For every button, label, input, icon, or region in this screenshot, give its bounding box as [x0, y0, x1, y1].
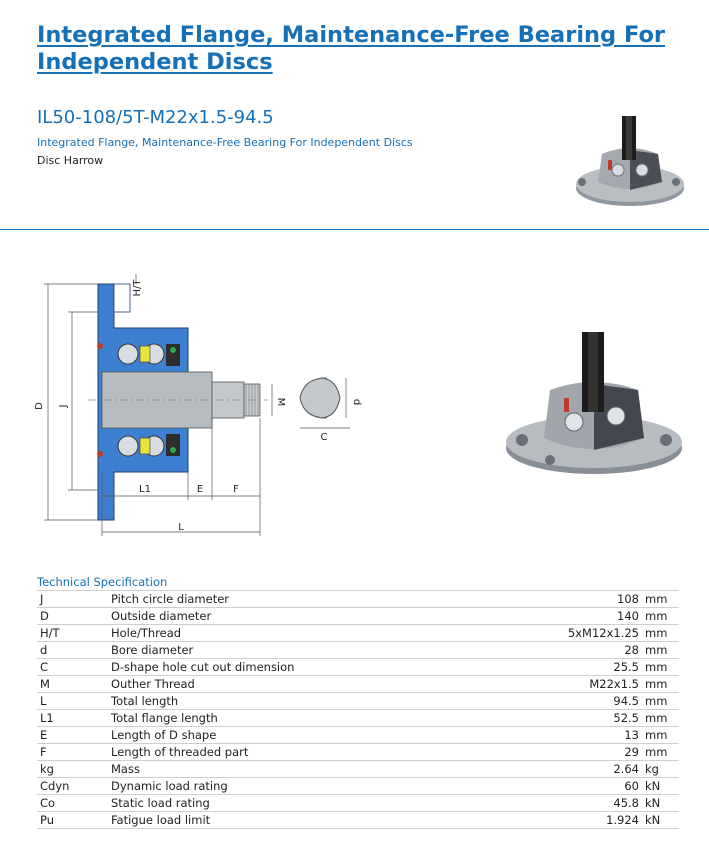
spec-description: Dynamic load rating	[111, 777, 471, 795]
spec-description: Static load rating	[111, 794, 471, 812]
spec-symbol: kg	[37, 760, 111, 778]
spec-unit: mm	[639, 675, 679, 693]
spec-description: Total length	[111, 692, 471, 710]
spec-description: Total flange length	[111, 709, 471, 727]
spec-symbol: F	[37, 743, 111, 761]
spec-unit: mm	[639, 607, 679, 625]
dim-label-C: C	[321, 432, 328, 443]
spec-value: 45.8	[471, 794, 639, 812]
spec-unit: mm	[639, 726, 679, 744]
spec-description: Length of D shape	[111, 726, 471, 744]
spec-symbol: M	[37, 675, 111, 693]
spec-value: 108	[471, 590, 639, 608]
spec-value: 94.5	[471, 692, 639, 710]
dim-label-J: J	[58, 405, 69, 409]
spec-unit: mm	[639, 590, 679, 608]
spec-value: 28	[471, 641, 639, 659]
spec-value: 60	[471, 777, 639, 795]
spec-value: 29	[471, 743, 639, 761]
spec-symbol: L	[37, 692, 111, 710]
model-number: IL50-108/5T-M22x1.5-94.5	[37, 107, 274, 128]
spec-symbol: D	[37, 607, 111, 625]
spec-unit: mm	[639, 692, 679, 710]
spec-unit: mm	[639, 641, 679, 659]
spec-symbol: Co	[37, 794, 111, 812]
spec-unit: kN	[639, 777, 679, 795]
spec-value: M22x1.5	[471, 675, 639, 693]
dim-label-d: d	[351, 399, 362, 405]
spec-value: 1.924	[471, 811, 639, 829]
spec-symbol: H/T	[37, 624, 111, 642]
spec-description: Fatigue load limit	[111, 811, 471, 829]
spec-value: 25.5	[471, 658, 639, 676]
spec-symbol: Cdyn	[37, 777, 111, 795]
spec-value: 13	[471, 726, 639, 744]
dim-label-M: M	[275, 398, 286, 407]
spec-description: Outher Thread	[111, 675, 471, 693]
spec-unit: kg	[639, 760, 679, 778]
spec-description: D-shape hole cut out dimension	[111, 658, 471, 676]
technical-drawing: D J H/T M d C L1 E F L	[34, 274, 362, 536]
product-render	[506, 332, 682, 474]
product-category: Disc Harrow	[37, 154, 104, 167]
spec-description: Hole/Thread	[111, 624, 471, 642]
dim-label-L1: L1	[139, 484, 151, 495]
spec-symbol: J	[37, 590, 111, 608]
spec-symbol: L1	[37, 709, 111, 727]
spec-description: Bore diameter	[111, 641, 471, 659]
spec-unit: mm	[639, 658, 679, 676]
dim-label-E: E	[197, 484, 203, 495]
spec-unit: mm	[639, 624, 679, 642]
spec-description: Mass	[111, 760, 471, 778]
spec-description: Length of threaded part	[111, 743, 471, 761]
spec-value: 5xM12x1.25	[471, 624, 639, 642]
spec-symbol: Pu	[37, 811, 111, 829]
spec-description: Outside diameter	[111, 607, 471, 625]
spec-value: 52.5	[471, 709, 639, 727]
spec-description: Pitch circle diameter	[111, 590, 471, 608]
dim-label-F: F	[233, 484, 239, 495]
header-divider	[0, 229, 709, 230]
dim-label-D: D	[34, 402, 45, 410]
dim-label-L: L	[178, 522, 184, 533]
spec-unit: mm	[639, 743, 679, 761]
spec-value: 2.64	[471, 760, 639, 778]
spec-value: 140	[471, 607, 639, 625]
page-title: Integrated Flange, Maintenance-Free Bear…	[37, 22, 666, 75]
dim-label-ht: H/T	[132, 279, 143, 297]
spec-symbol: E	[37, 726, 111, 744]
product-thumbnail	[576, 116, 684, 206]
spec-heading: Technical Specification	[37, 575, 168, 589]
product-subtitle: Integrated Flange, Maintenance-Free Bear…	[37, 136, 413, 149]
spec-unit: kN	[639, 811, 679, 829]
spec-unit: kN	[639, 794, 679, 812]
spec-symbol: C	[37, 658, 111, 676]
spec-symbol: d	[37, 641, 111, 659]
spec-unit: mm	[639, 709, 679, 727]
